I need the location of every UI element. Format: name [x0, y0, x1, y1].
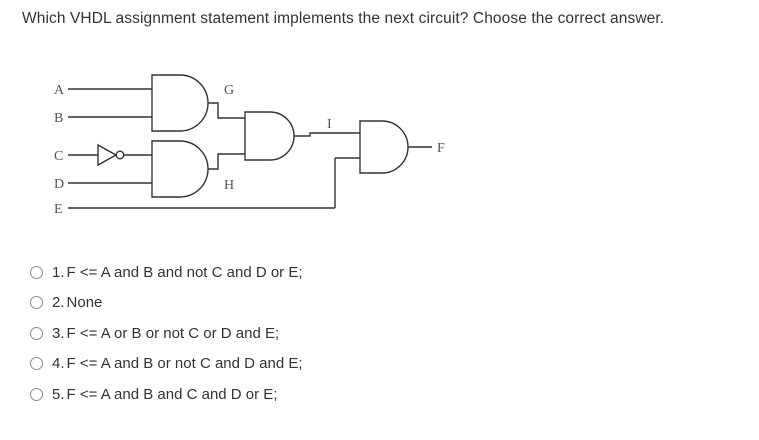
wire-g [208, 102, 245, 119]
option-5[interactable]: 5. F <= A and B and C and D or E; [30, 379, 303, 410]
circuit-diagram: A B C D E G H I F [54, 74, 445, 217]
wire-h [208, 153, 245, 170]
option-text-5: F <= A and B and C and D or E; [66, 385, 278, 403]
option-number-2: 2. [52, 294, 65, 312]
label-c: C [54, 149, 63, 164]
radio-button-5[interactable] [30, 387, 43, 401]
radio-button-4[interactable] [30, 357, 43, 371]
label-g: G [224, 83, 234, 98]
option-text-2: None [66, 294, 103, 312]
label-d: D [54, 177, 64, 192]
and-gate-i [244, 111, 295, 161]
answer-options: 1. F <= A and B and not C and D or E; 2.… [30, 257, 303, 410]
question-text: Which VHDL assignment statement implemen… [22, 10, 665, 27]
option-number-5: 5. [52, 385, 65, 403]
and-gate-h [151, 140, 209, 198]
radio-button-2[interactable] [30, 296, 43, 310]
label-f: F [437, 141, 445, 156]
option-number-4: 4. [52, 355, 65, 373]
wire-i [294, 132, 360, 137]
option-1[interactable]: 1. F <= A and B and not C and D or E; [30, 257, 303, 288]
radio-button-3[interactable] [30, 326, 43, 340]
option-4[interactable]: 4. F <= A and B or not C and D and E; [30, 349, 303, 380]
and-gate-g [151, 74, 209, 132]
radio-button-1[interactable] [30, 265, 43, 279]
not-gate-c [97, 143, 118, 167]
option-text-1: F <= A and B and not C and D or E; [66, 263, 303, 281]
option-number-3: 3. [52, 324, 65, 342]
option-3[interactable]: 3. F <= A or B or not C or D and E; [30, 318, 303, 349]
option-number-1: 1. [52, 263, 65, 281]
label-e: E [54, 202, 63, 217]
not-bubble-c [115, 150, 125, 160]
option-text-3: F <= A or B or not C or D and E; [66, 324, 280, 342]
option-2[interactable]: 2. None [30, 288, 303, 319]
label-h: H [224, 178, 234, 193]
label-a: A [54, 83, 65, 98]
label-b: B [54, 111, 63, 126]
label-i: I [327, 117, 332, 132]
option-text-4: F <= A and B or not C and D and E; [66, 355, 303, 373]
or-gate-f [359, 120, 409, 174]
